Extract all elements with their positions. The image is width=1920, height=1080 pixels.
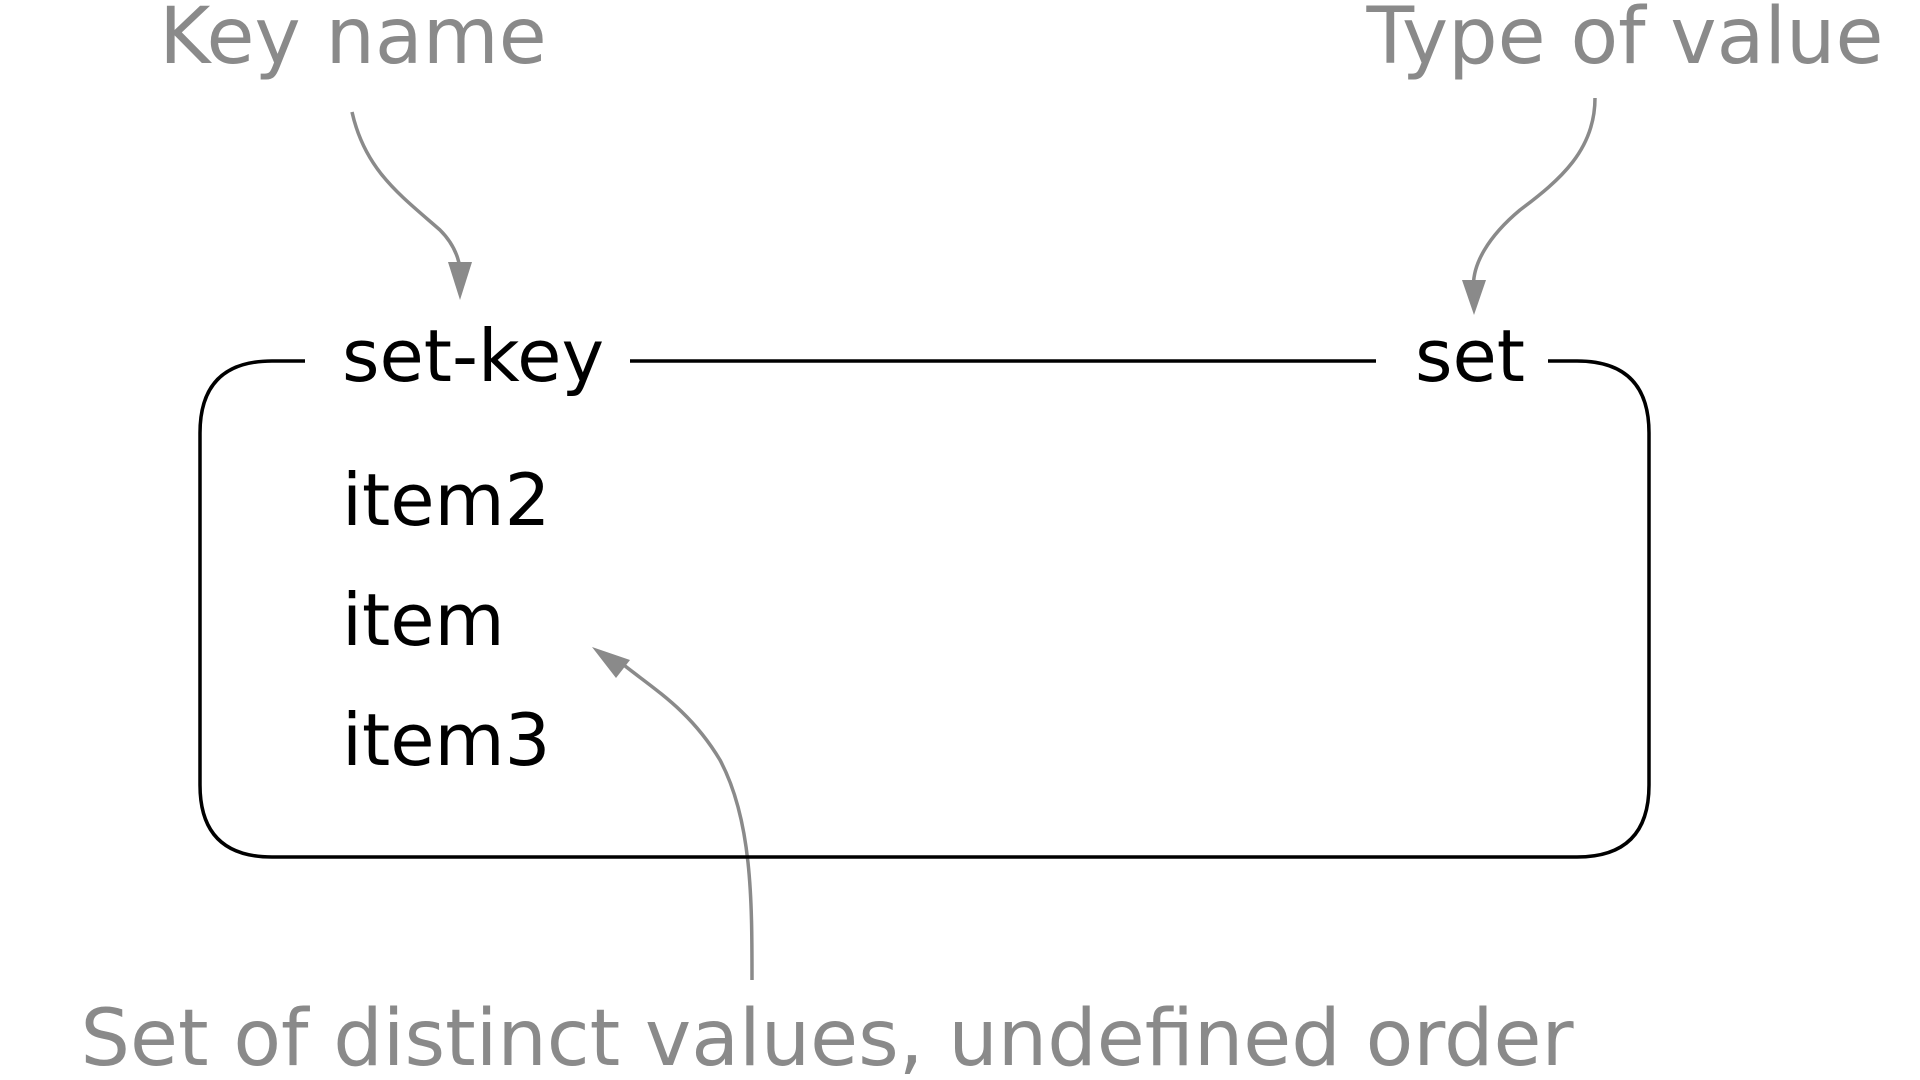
set-item-3: item3 <box>342 698 550 782</box>
set-item-1: item2 <box>342 458 550 542</box>
set-type-label: set <box>1415 314 1525 398</box>
key-name-label: Key name <box>159 0 546 82</box>
type-of-value-label: Type of value <box>1366 0 1884 82</box>
set-container-frame <box>198 359 1651 859</box>
set-key-label: set-key <box>342 314 604 398</box>
set-description-label: Set of distinct values, undefined order <box>80 994 1574 1080</box>
type-of-value-arrowhead <box>1462 280 1486 315</box>
type-of-value-arrow <box>1471 97 1597 293</box>
key-name-arrowhead <box>448 262 472 300</box>
set-description-arrow <box>618 660 754 981</box>
key-name-arrow <box>350 111 463 284</box>
set-description-arrowhead <box>592 647 630 678</box>
set-item-2: item <box>342 578 505 662</box>
